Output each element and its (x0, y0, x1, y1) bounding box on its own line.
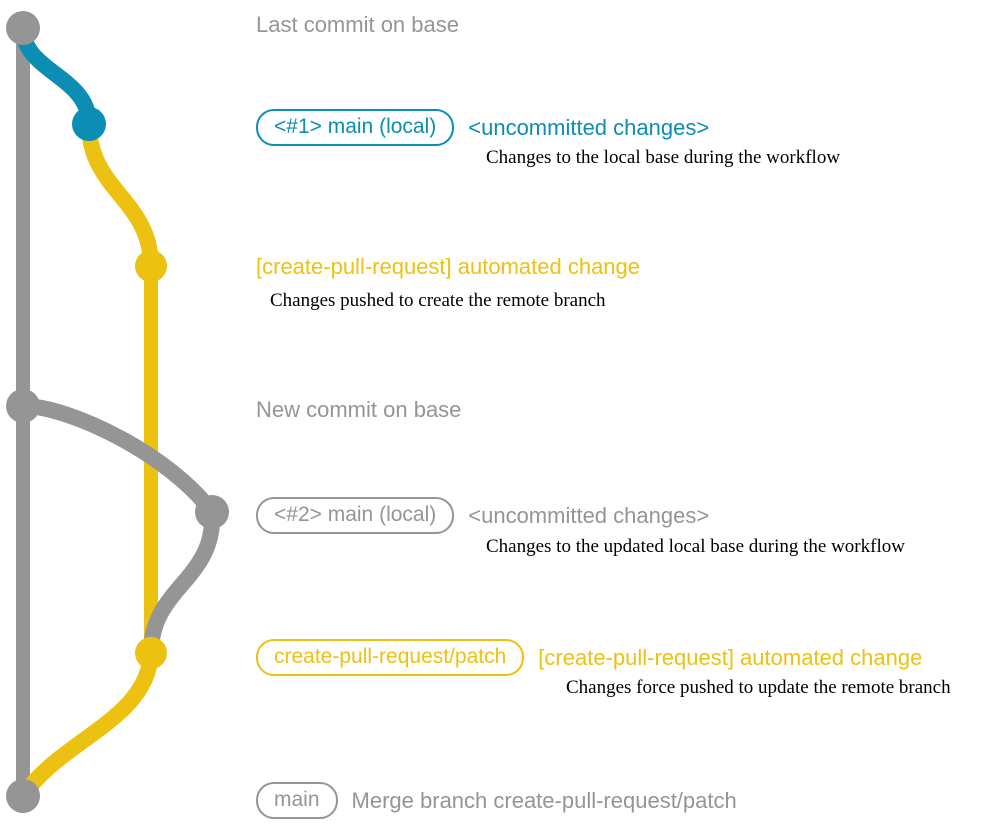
commit-row-automated-change-update: create-pull-request/patch [create-pull-r… (256, 639, 922, 676)
edge-local-2-to-remote-2 (143, 504, 221, 661)
commit-node-automated-change-create[interactable] (135, 250, 167, 282)
commit-headline-automated-change-update: [create-pull-request] automated change (538, 644, 923, 670)
commit-row-local-main-1: <#1> main (local) <uncommitted changes> (256, 109, 709, 146)
commit-node-local-main-2[interactable] (195, 495, 229, 529)
commit-headline-new-commit-on-base: New commit on base (256, 397, 462, 422)
commit-subline-local-main-1: Changes to the local base during the wor… (486, 147, 841, 168)
commit-node-automated-change-update[interactable] (135, 637, 167, 669)
commit-headline-automated-change-create: [create-pull-request] automated change (256, 254, 641, 279)
commit-row-local-main-2: <#2> main (local) <uncommitted changes> (256, 497, 709, 534)
commit-node-new-commit-on-base[interactable] (6, 389, 40, 423)
branch-badge-local-main-1[interactable]: <#1> main (local) (256, 109, 455, 146)
commit-subline-automated-change-create: Changes pushed to create the remote bran… (270, 290, 606, 311)
branch-badge-main[interactable]: main (256, 782, 338, 819)
commit-subline-automated-change-update: Changes force pushed to update the remot… (566, 677, 951, 698)
commit-row-last-commit-on-base: Last commit on base (256, 14, 459, 36)
commit-node-merge-commit[interactable] (6, 779, 40, 813)
edge-local-1-to-remote-1 (81, 116, 159, 274)
edge-remote-2-to-merge (15, 645, 159, 804)
branch-badge-create-pull-request-patch[interactable]: create-pull-request/patch (256, 639, 525, 676)
commit-row-automated-change-create: [create-pull-request] automated change (256, 256, 640, 278)
commit-subline-local-main-2: Changes to the updated local base during… (486, 536, 905, 557)
commit-row-new-commit-on-base: New commit on base (256, 399, 461, 421)
commit-row-merge-commit: main Merge branch create-pull-request/pa… (256, 782, 737, 819)
commit-headline-local-main-1: <uncommitted changes> (468, 114, 710, 140)
edge-base-to-local-2 (15, 398, 220, 520)
commit-node-local-main-1[interactable] (72, 107, 106, 141)
commit-headline-local-main-2: <uncommitted changes> (468, 502, 710, 528)
commit-node-last-commit-on-base[interactable] (6, 11, 40, 45)
branch-badge-local-main-2[interactable]: <#2> main (local) (256, 497, 455, 534)
commit-headline-last-commit-on-base: Last commit on base (256, 12, 459, 37)
commit-headline-merge-commit: Merge branch create-pull-request/patch (351, 787, 737, 813)
